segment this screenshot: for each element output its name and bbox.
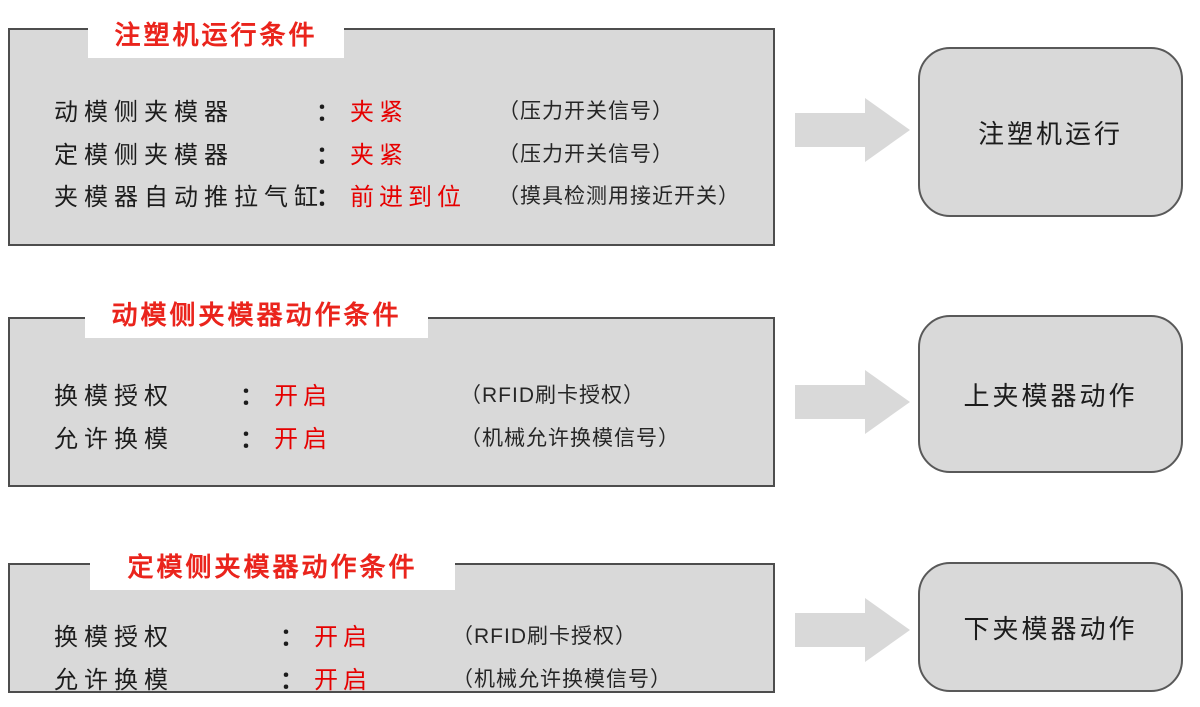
row-note: （机械允许换模信号）	[460, 426, 680, 450]
flow-arrow-icon	[795, 598, 910, 662]
row-value-cell: ： 夹紧	[316, 135, 498, 170]
row-value-cell: ： 开启	[280, 660, 452, 695]
row-value-cell: ： 开启	[280, 617, 452, 652]
row-value-cell: ： 开启	[240, 376, 460, 411]
condition-box-fixed-clamp: 定模侧夹模器动作条件 换模授权 ： 开启 （RFID刷卡授权） 允许换模 ： 开启 …	[8, 540, 775, 694]
condition-row: 换模授权 ： 开启 （RFID刷卡授权）	[54, 376, 761, 410]
flow-arrow-icon	[795, 370, 910, 434]
row-label: 定模侧夹模器	[54, 142, 234, 169]
result-box: 注塑机运行	[918, 47, 1183, 217]
row-label: 换模授权	[54, 624, 174, 651]
condition-row: 换模授权 ： 开启 （RFID刷卡授权）	[54, 617, 761, 651]
row-label: 动模侧夹模器	[54, 99, 234, 126]
row-value: 开启	[274, 426, 332, 453]
result-box: 下夹模器动作	[918, 562, 1183, 692]
row-value: 开启	[314, 667, 372, 694]
row-value-cell: ： 前进到位	[316, 177, 498, 212]
row-note: （RFID刷卡授权）	[460, 383, 645, 407]
condition-row: 允许换模 ： 开启 （机械允许换模信号）	[54, 419, 761, 453]
row-label: 允许换模	[54, 667, 174, 694]
row-note: （压力开关信号）	[498, 142, 674, 166]
section-title: 注塑机运行条件	[114, 19, 318, 50]
row-value: 开启	[314, 624, 372, 651]
section-title-tab: 注塑机运行条件	[88, 8, 344, 58]
condition-row: 允许换模 ： 开启 （机械允许换模信号）	[54, 660, 761, 694]
row-value: 夹紧	[350, 142, 408, 169]
flow-arrow-icon	[795, 98, 910, 162]
row-value: 前进到位	[350, 184, 466, 211]
row-colon: ：	[280, 667, 304, 694]
row-colon: ：	[280, 624, 304, 651]
result-label: 上夹模器动作	[963, 380, 1138, 411]
row-value: 开启	[274, 383, 332, 410]
row-value-cell: ： 夹紧	[316, 92, 498, 127]
row-note: （压力开关信号）	[498, 99, 674, 123]
condition-box-movable-clamp: 动模侧夹模器动作条件 换模授权 ： 开启 （RFID刷卡授权） 允许换模 ： 开启 …	[8, 288, 775, 487]
row-colon: ：	[316, 99, 340, 126]
row-label: 夹模器自动推拉气缸	[54, 184, 324, 211]
condition-row: 定模侧夹模器 ： 夹紧 （压力开关信号）	[54, 135, 761, 169]
row-colon: ：	[316, 184, 340, 211]
section-title: 定模侧夹模器动作条件	[127, 551, 418, 582]
result-label: 下夹模器动作	[963, 613, 1138, 644]
row-colon: ：	[240, 383, 264, 410]
row-value-cell: ： 开启	[240, 419, 460, 454]
result-label: 注塑机运行	[977, 118, 1123, 149]
section-title: 动模侧夹模器动作条件	[111, 299, 402, 330]
section-title-tab: 动模侧夹模器动作条件	[85, 288, 428, 338]
row-colon: ：	[240, 426, 264, 453]
condition-row: 夹模器自动推拉气缸 ： 前进到位 （摸具检测用接近开关）	[54, 177, 761, 211]
result-box: 上夹模器动作	[918, 315, 1183, 473]
condition-row: 动模侧夹模器 ： 夹紧 （压力开关信号）	[54, 92, 761, 126]
row-note: （摸具检测用接近开关）	[498, 184, 740, 208]
section-title-tab: 定模侧夹模器动作条件	[90, 540, 455, 590]
condition-box-injection-run: 注塑机运行条件 动模侧夹模器 ： 夹紧 （压力开关信号） 定模侧夹模器 ： 夹紧 （…	[8, 8, 775, 246]
row-value: 夹紧	[350, 99, 408, 126]
row-note: （机械允许换模信号）	[452, 667, 672, 691]
row-colon: ：	[316, 142, 340, 169]
row-label: 换模授权	[54, 383, 174, 410]
row-note: （RFID刷卡授权）	[452, 624, 637, 648]
row-label: 允许换模	[54, 426, 174, 453]
